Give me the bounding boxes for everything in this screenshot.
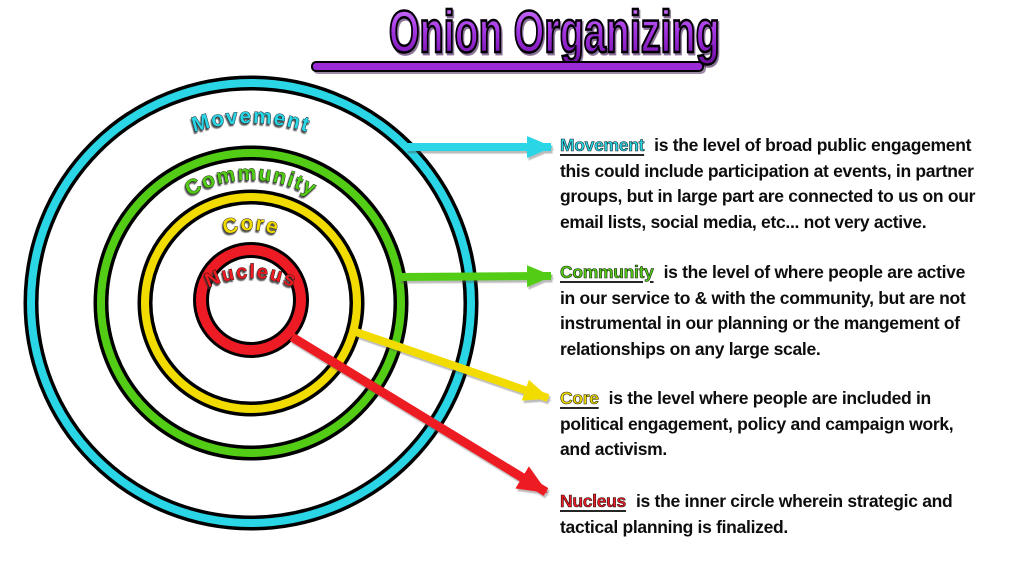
keyword-nucleus: Nucleus xyxy=(560,491,627,512)
section-movement-line4: email lists, social media, etc... not ve… xyxy=(560,211,927,232)
section-movement-line2: this could include participation at even… xyxy=(560,160,974,181)
section-community-line1-text: is the level of where people are active xyxy=(663,262,966,282)
keyword-community: Community xyxy=(560,262,654,283)
keyword-movement: Movement xyxy=(560,135,645,156)
ring-label-movement: Movement xyxy=(189,105,313,137)
section-community-line3: instrumental in our planning or the mang… xyxy=(560,313,960,333)
section-nucleus-line1-text: is the inner circle wherein strategic an… xyxy=(635,491,953,511)
rings-group xyxy=(23,75,479,531)
ring-movement xyxy=(27,79,475,527)
arrows-group xyxy=(289,136,553,496)
section-movement-line1-text: is the level of broad public engagement xyxy=(654,135,972,155)
arrow-core xyxy=(354,328,550,402)
ring-community xyxy=(97,149,405,457)
section-movement: Movement is the level of broad public eng… xyxy=(560,133,1022,235)
ring-label-core: Core xyxy=(220,212,282,240)
section-community-line2: in our service to & with the community, … xyxy=(560,287,966,308)
arrow-nucleus xyxy=(289,333,549,496)
page-title: Onion Organizing xyxy=(388,0,721,66)
ring-nucleus xyxy=(196,245,306,355)
section-nucleus-line2: tactical planning is finalized. xyxy=(560,516,788,537)
section-community: Community is the level of where people ar… xyxy=(560,260,1022,362)
title-wrap: Onion Organizing xyxy=(311,0,721,64)
section-nucleus: Nucleus is the inner circle wherein strat… xyxy=(560,489,1022,540)
keyword-core: Core xyxy=(560,388,600,409)
section-core-line2: political engagement, policy and campaig… xyxy=(560,413,954,434)
section-nucleus-line1: Nucleus is the inner circle wherein strat… xyxy=(560,489,1022,515)
arrow-community xyxy=(398,265,553,288)
section-core: Core is the level where people are includ… xyxy=(560,386,1022,463)
section-core-line1: Core is the level where people are includ… xyxy=(560,386,1022,412)
section-core-line3: and activism. xyxy=(560,439,667,459)
section-movement-line1: Movement is the level of broad public eng… xyxy=(560,133,1022,159)
section-community-line1: Community is the level of where people ar… xyxy=(560,260,1022,286)
section-community-line4: relationships on any large scale. xyxy=(560,338,821,359)
ring-core xyxy=(141,193,361,413)
onion-diagram-svg: Movement Community Core Nucleus xyxy=(23,75,553,531)
section-movement-line3: groups, but in large part are connected … xyxy=(560,186,976,206)
section-core-line1-text: is the level where people are included i… xyxy=(608,388,932,408)
title-underline-bar xyxy=(311,61,704,72)
